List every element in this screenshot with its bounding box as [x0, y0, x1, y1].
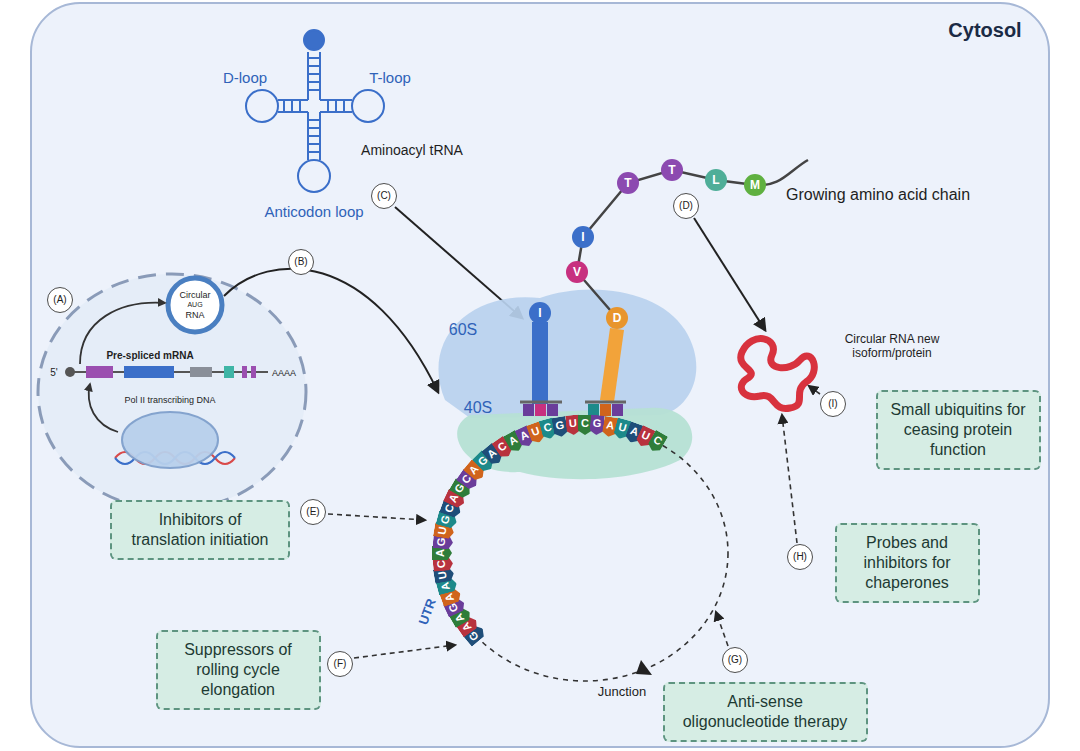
trna-part	[284, 100, 300, 112]
amino-acid: V	[566, 261, 588, 283]
therapy-box: Suppressors of rolling cycle elongation	[156, 630, 321, 710]
trna-part	[298, 160, 330, 192]
therapy-arrows-part	[809, 386, 820, 394]
nucleus-part	[122, 412, 218, 468]
region-title: Cytosol	[948, 19, 1021, 42]
ribosome-part	[520, 401, 562, 404]
callout-number: (D)	[673, 193, 699, 219]
part-label: D-loop	[223, 69, 267, 86]
trna-part	[328, 100, 344, 112]
trna-part	[308, 58, 320, 90]
callout-number: (A)	[47, 287, 73, 313]
callout-number: (F)	[327, 651, 353, 677]
ribosome-part	[600, 328, 624, 402]
ribosome-part	[585, 401, 626, 404]
nucleus-part	[251, 366, 256, 378]
therapy-arrows-part	[782, 415, 797, 543]
callout-number: (H)	[787, 544, 813, 570]
tail-label: AAAA	[272, 368, 296, 378]
callout-number: (G)	[722, 647, 748, 673]
callout-number: (E)	[300, 499, 326, 525]
therapy-arrows-part	[354, 645, 455, 658]
ribosome-part	[547, 404, 558, 416]
chain-label: Growing amino acid chain	[786, 186, 970, 204]
peptide-chain	[577, 160, 808, 318]
part-label: Circular RNA new isoform/protein	[833, 333, 951, 361]
ribosome	[438, 289, 696, 479]
ribosome-part	[612, 404, 623, 416]
part-label: T-loop	[369, 69, 411, 86]
part-label: Pre-spliced mRNA	[106, 350, 193, 362]
nucleus-part	[242, 366, 247, 378]
end-label: 5'	[50, 367, 57, 379]
therapy-box: Small ubiquitins for ceasing protein fun…	[876, 390, 1041, 470]
amino-acid: L	[705, 169, 727, 191]
trna-part	[304, 30, 324, 50]
protein	[741, 339, 815, 409]
therapy-arrows-part	[328, 514, 425, 520]
circular-mrna-part	[442, 425, 728, 681]
subunit-label: 40S	[464, 399, 492, 417]
callout-number: (I)	[820, 391, 846, 417]
flow-arrows-part	[694, 218, 765, 330]
part-label: Circular	[179, 290, 210, 300]
ribosome-part	[523, 404, 534, 416]
ribosome-part	[457, 408, 692, 479]
protein-part	[741, 339, 815, 409]
therapy-box: Inhibitors of translation initiation	[110, 500, 290, 560]
trna-part	[246, 90, 278, 122]
circular-mrna	[442, 425, 728, 681]
box-text: Anti-sense oligonucleotide therapy	[675, 692, 856, 732]
nucleus	[38, 274, 306, 510]
ribosome-part	[438, 289, 696, 418]
nucleus-part	[168, 278, 222, 332]
callout-number: (C)	[371, 183, 397, 209]
nucleus-part	[124, 366, 174, 378]
ribosome-part	[588, 404, 599, 416]
part-label: Aminoacyl tRNA	[359, 142, 465, 158]
nucleus-part	[86, 366, 113, 378]
cell-region: CytosolSmall ubiquitins for ceasing prot…	[30, 2, 1050, 748]
therapy-box: Anti-sense oligonucleotide therapy	[663, 682, 868, 742]
trna-part	[319, 52, 321, 100]
part-label: RNA	[185, 310, 204, 320]
part-label: Anticodon loop	[264, 203, 363, 220]
therapy-arrows-part	[716, 612, 728, 646]
amino-acid: D	[606, 307, 628, 329]
flow-arrows-part	[224, 269, 438, 392]
cell-fill	[30, 2, 1050, 748]
amino-acid: M	[744, 174, 766, 196]
nucleus-part	[224, 366, 234, 378]
therapy-arrows	[328, 386, 820, 658]
ribosome-part	[532, 322, 548, 404]
part-label: Pol II transcribing DNA	[124, 395, 215, 405]
amino-acid: I	[572, 226, 594, 248]
region-label: Junction	[598, 685, 646, 700]
amino-acid: T	[617, 172, 639, 194]
trna	[246, 30, 384, 192]
peptide-chain-part	[577, 170, 755, 318]
therapy-box: Probes and inhibitors for chaperones	[835, 523, 980, 603]
codon-label: AUG	[187, 301, 202, 309]
nucleus-part	[89, 384, 118, 432]
amino-acid: T	[661, 159, 683, 181]
trna-part	[308, 120, 320, 152]
trna-part	[307, 52, 309, 100]
ribosome-part	[535, 404, 546, 416]
box-text: Inhibitors of translation initiation	[122, 510, 278, 550]
amino-acid: I	[529, 302, 551, 324]
trna-part	[352, 90, 384, 122]
box-text: Suppressors of rolling cycle elongation	[168, 640, 309, 700]
ribosome-part	[600, 404, 611, 416]
circular-mrna-part	[636, 660, 652, 675]
nucleus-part	[38, 274, 306, 510]
callout-number: (B)	[288, 249, 314, 275]
subunit-label: 60S	[449, 321, 477, 339]
box-text: Probes and inhibitors for chaperones	[847, 533, 968, 593]
nucleus-part	[190, 367, 212, 377]
box-text: Small ubiquitins for ceasing protein fun…	[888, 400, 1029, 460]
